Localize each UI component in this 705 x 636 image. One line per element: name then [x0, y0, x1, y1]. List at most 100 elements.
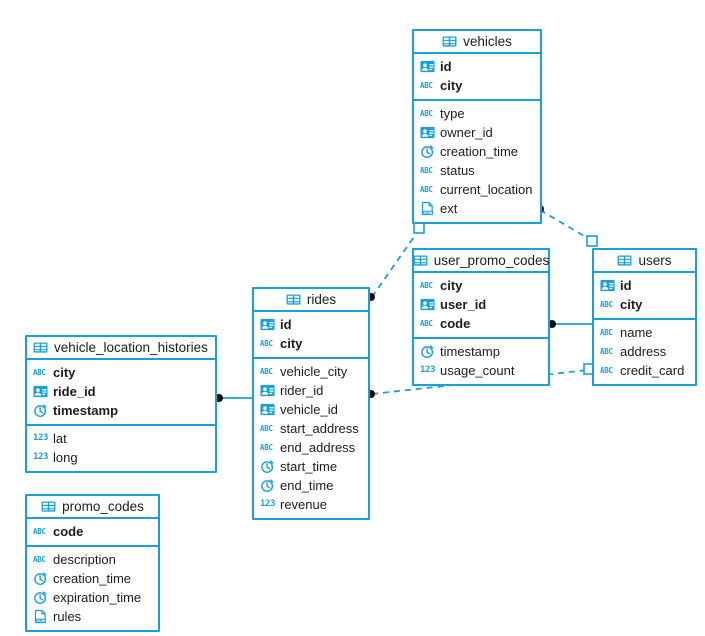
123-icon: 123 — [260, 499, 276, 509]
field-lat[interactable]: 123 lat — [27, 429, 215, 448]
field-name: city — [53, 365, 76, 380]
id-badge-icon — [600, 278, 615, 293]
field-vehicle_city[interactable]: ABC vehicle_city — [254, 362, 368, 381]
field-start_time[interactable]: start_time — [254, 457, 368, 476]
abc-icon: ABC — [420, 184, 433, 194]
field-name: creation_time — [440, 144, 519, 159]
id-badge-icon — [33, 384, 48, 399]
table-name: user_promo_codes — [433, 252, 550, 268]
field-rider_id[interactable]: rider_id — [254, 381, 368, 400]
id-badge-icon — [420, 59, 435, 74]
field-name: status — [440, 163, 475, 178]
abc-icon: ABC — [420, 80, 433, 90]
clock-icon — [33, 571, 48, 586]
pk-field-city[interactable]: ABC city — [27, 363, 215, 382]
pk-field-id[interactable]: id — [594, 276, 695, 295]
pk-field-id[interactable]: id — [254, 315, 368, 334]
field-start_address[interactable]: ABC start_address — [254, 419, 368, 438]
table-icon — [617, 253, 632, 268]
field-name: code — [440, 316, 471, 331]
field-owner_id[interactable]: owner_id — [414, 123, 540, 142]
field-name: start_address — [280, 421, 359, 436]
table-icon — [442, 34, 457, 49]
field-name: start_time — [280, 459, 338, 474]
field-name: vehicle_city — [280, 364, 348, 379]
field-name: vehicle_id — [280, 402, 338, 417]
field-expiration_time[interactable]: expiration_time — [27, 588, 158, 607]
pk-field-ride_id[interactable]: ride_id — [27, 382, 215, 401]
field-timestamp[interactable]: timestamp — [414, 342, 548, 361]
pk-field-id[interactable]: id — [414, 57, 540, 76]
field-creation_time[interactable]: creation_time — [414, 142, 540, 161]
clock-icon — [260, 459, 275, 474]
field-creation_time[interactable]: creation_time — [27, 569, 158, 588]
table-icon — [413, 253, 428, 268]
table-header-users[interactable]: users — [594, 250, 695, 273]
table-header-vehicles[interactable]: vehicles — [414, 31, 540, 54]
field-vehicle_id[interactable]: vehicle_id — [254, 400, 368, 419]
field-current_location[interactable]: ABC current_location — [414, 180, 540, 199]
relationship-vehicles-users[interactable] — [536, 205, 598, 247]
clock-icon — [420, 144, 435, 159]
abc-icon: ABC — [33, 367, 46, 377]
abc-icon: ABC — [260, 423, 273, 433]
field-name: id — [440, 59, 452, 74]
svg-text:JSON: JSON — [423, 210, 433, 215]
table-name: users — [638, 252, 672, 268]
relationship-vlh-rides[interactable] — [215, 394, 252, 402]
table-header-user_promo_codes[interactable]: user_promo_codes — [413, 250, 550, 273]
relationship-upc-users[interactable] — [548, 320, 592, 328]
field-name: address — [620, 344, 667, 359]
field-end_time[interactable]: end_time — [254, 476, 368, 495]
field-name: description — [53, 552, 116, 567]
table-name: vehicles — [463, 33, 512, 49]
123-icon: 123 — [33, 433, 49, 443]
abc-icon: ABC — [420, 280, 433, 290]
abc-icon: ABC — [600, 327, 613, 337]
field-name: creation_time — [53, 571, 132, 586]
pk-field-user_id[interactable]: user_id — [414, 295, 548, 314]
pk-field-timestamp[interactable]: timestamp — [27, 401, 215, 420]
abc-icon: ABC — [600, 299, 613, 309]
table-icon — [41, 499, 56, 514]
clock-icon — [33, 590, 48, 605]
field-name: end_address — [280, 440, 356, 455]
field-name: lat — [53, 431, 67, 446]
table-header-vehicle_location_histories[interactable]: vehicle_location_histories — [27, 337, 215, 360]
table-header-rides[interactable]: rides — [254, 289, 368, 312]
abc-icon: ABC — [260, 366, 273, 376]
clock-icon — [260, 478, 275, 493]
table-header-promo_codes[interactable]: promo_codes — [27, 496, 158, 519]
id-badge-icon — [260, 383, 275, 398]
field-name: current_location — [440, 182, 533, 197]
